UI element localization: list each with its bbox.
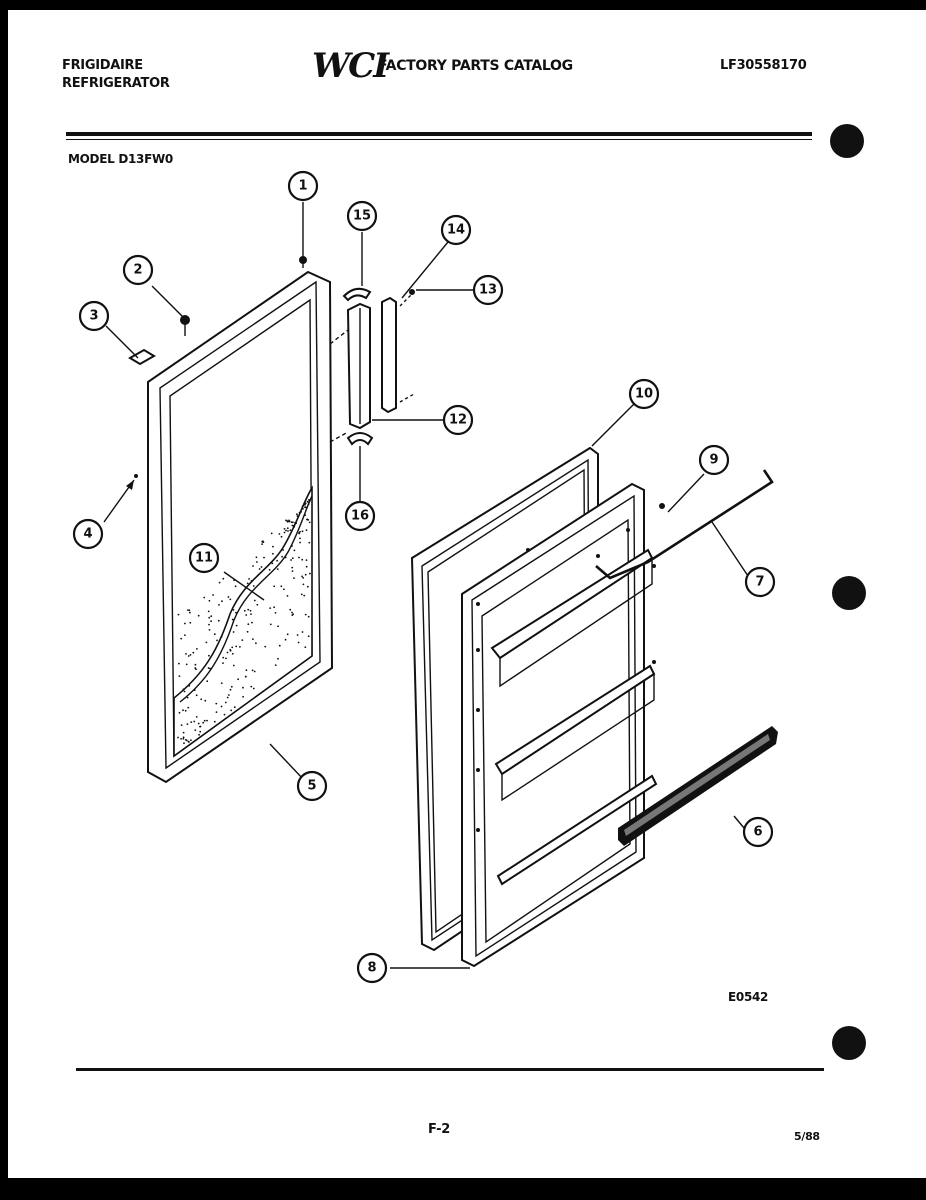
callout-11: 11: [188, 542, 220, 574]
callout-label: 11: [195, 551, 213, 566]
door-shim: [128, 348, 156, 366]
diagram-code: E0542: [728, 990, 769, 1004]
door-shelf-bar: [618, 726, 778, 846]
callout-label: 6: [753, 825, 762, 840]
wci-logo: WCI: [312, 46, 389, 86]
callout-7: 7: [744, 566, 776, 598]
binder-hole-middle: [832, 576, 866, 610]
callout-label: 16: [351, 509, 369, 524]
callout-label: 4: [83, 527, 92, 542]
header-rule-thin: [66, 139, 812, 140]
callout-9: 9: [698, 444, 730, 476]
callout-3: 3: [78, 300, 110, 332]
callout-4: 4: [72, 518, 104, 550]
callout-label: 10: [635, 387, 653, 402]
callout-10: 10: [628, 378, 660, 410]
catalog-sheet: FRIGIDAIRE REFRIGERATOR WCI FACTORY PART…: [8, 10, 926, 1178]
callout-label: 12: [449, 413, 467, 428]
footer-rule: [76, 1068, 824, 1071]
callout-1: 1: [287, 170, 319, 202]
catalog-title: FACTORY PARTS CATALOG: [378, 58, 573, 74]
callout-label: 13: [479, 283, 497, 298]
door-panel-outer: [147, 270, 334, 784]
insulation-stipple: [177, 499, 311, 745]
callout-6: 6: [742, 816, 774, 848]
callout-8: 8: [356, 952, 388, 984]
date-code: 5/88: [794, 1130, 820, 1143]
inner-door-liner: [461, 482, 658, 968]
catalog-number: LF30558170: [720, 58, 807, 73]
callout-label: 14: [447, 223, 465, 238]
callout-5: 5: [296, 770, 328, 802]
callout-15: 15: [346, 200, 378, 232]
callout-label: 9: [709, 453, 718, 468]
page-number: F-2: [428, 1122, 451, 1137]
retainer-clip: [659, 503, 665, 509]
callout-16: 16: [344, 500, 376, 532]
retainer-wire: [595, 469, 774, 580]
door-pin: [134, 474, 138, 478]
callout-13: 13: [472, 274, 504, 306]
binder-hole-bottom: [832, 1026, 866, 1060]
exploded-parts-diagram: 1 2 3 4 5 6 7 8 9 10 11 12 13 14 15 16: [72, 170, 778, 984]
product-type: REFRIGERATOR: [62, 76, 170, 91]
leader-lines: [103, 202, 749, 969]
callout-14: 14: [440, 214, 472, 246]
callout-2: 2: [122, 254, 154, 286]
callout-label: 7: [755, 575, 764, 590]
callout-label: 5: [307, 779, 316, 794]
callout-label: 8: [367, 961, 376, 976]
door-stop-screw: [180, 315, 190, 336]
hinge-screw: [299, 254, 307, 268]
callout-label: 15: [353, 209, 371, 224]
door-handle: [329, 287, 415, 446]
callout-label: 3: [89, 309, 98, 324]
model-label: MODEL D13FW0: [68, 152, 173, 166]
binder-hole-top: [830, 124, 864, 158]
callout-12: 12: [442, 404, 474, 436]
brand-name: FRIGIDAIRE: [62, 58, 143, 73]
header-rule: [66, 132, 812, 136]
callout-label: 2: [133, 263, 142, 278]
callout-label: 1: [298, 179, 307, 194]
